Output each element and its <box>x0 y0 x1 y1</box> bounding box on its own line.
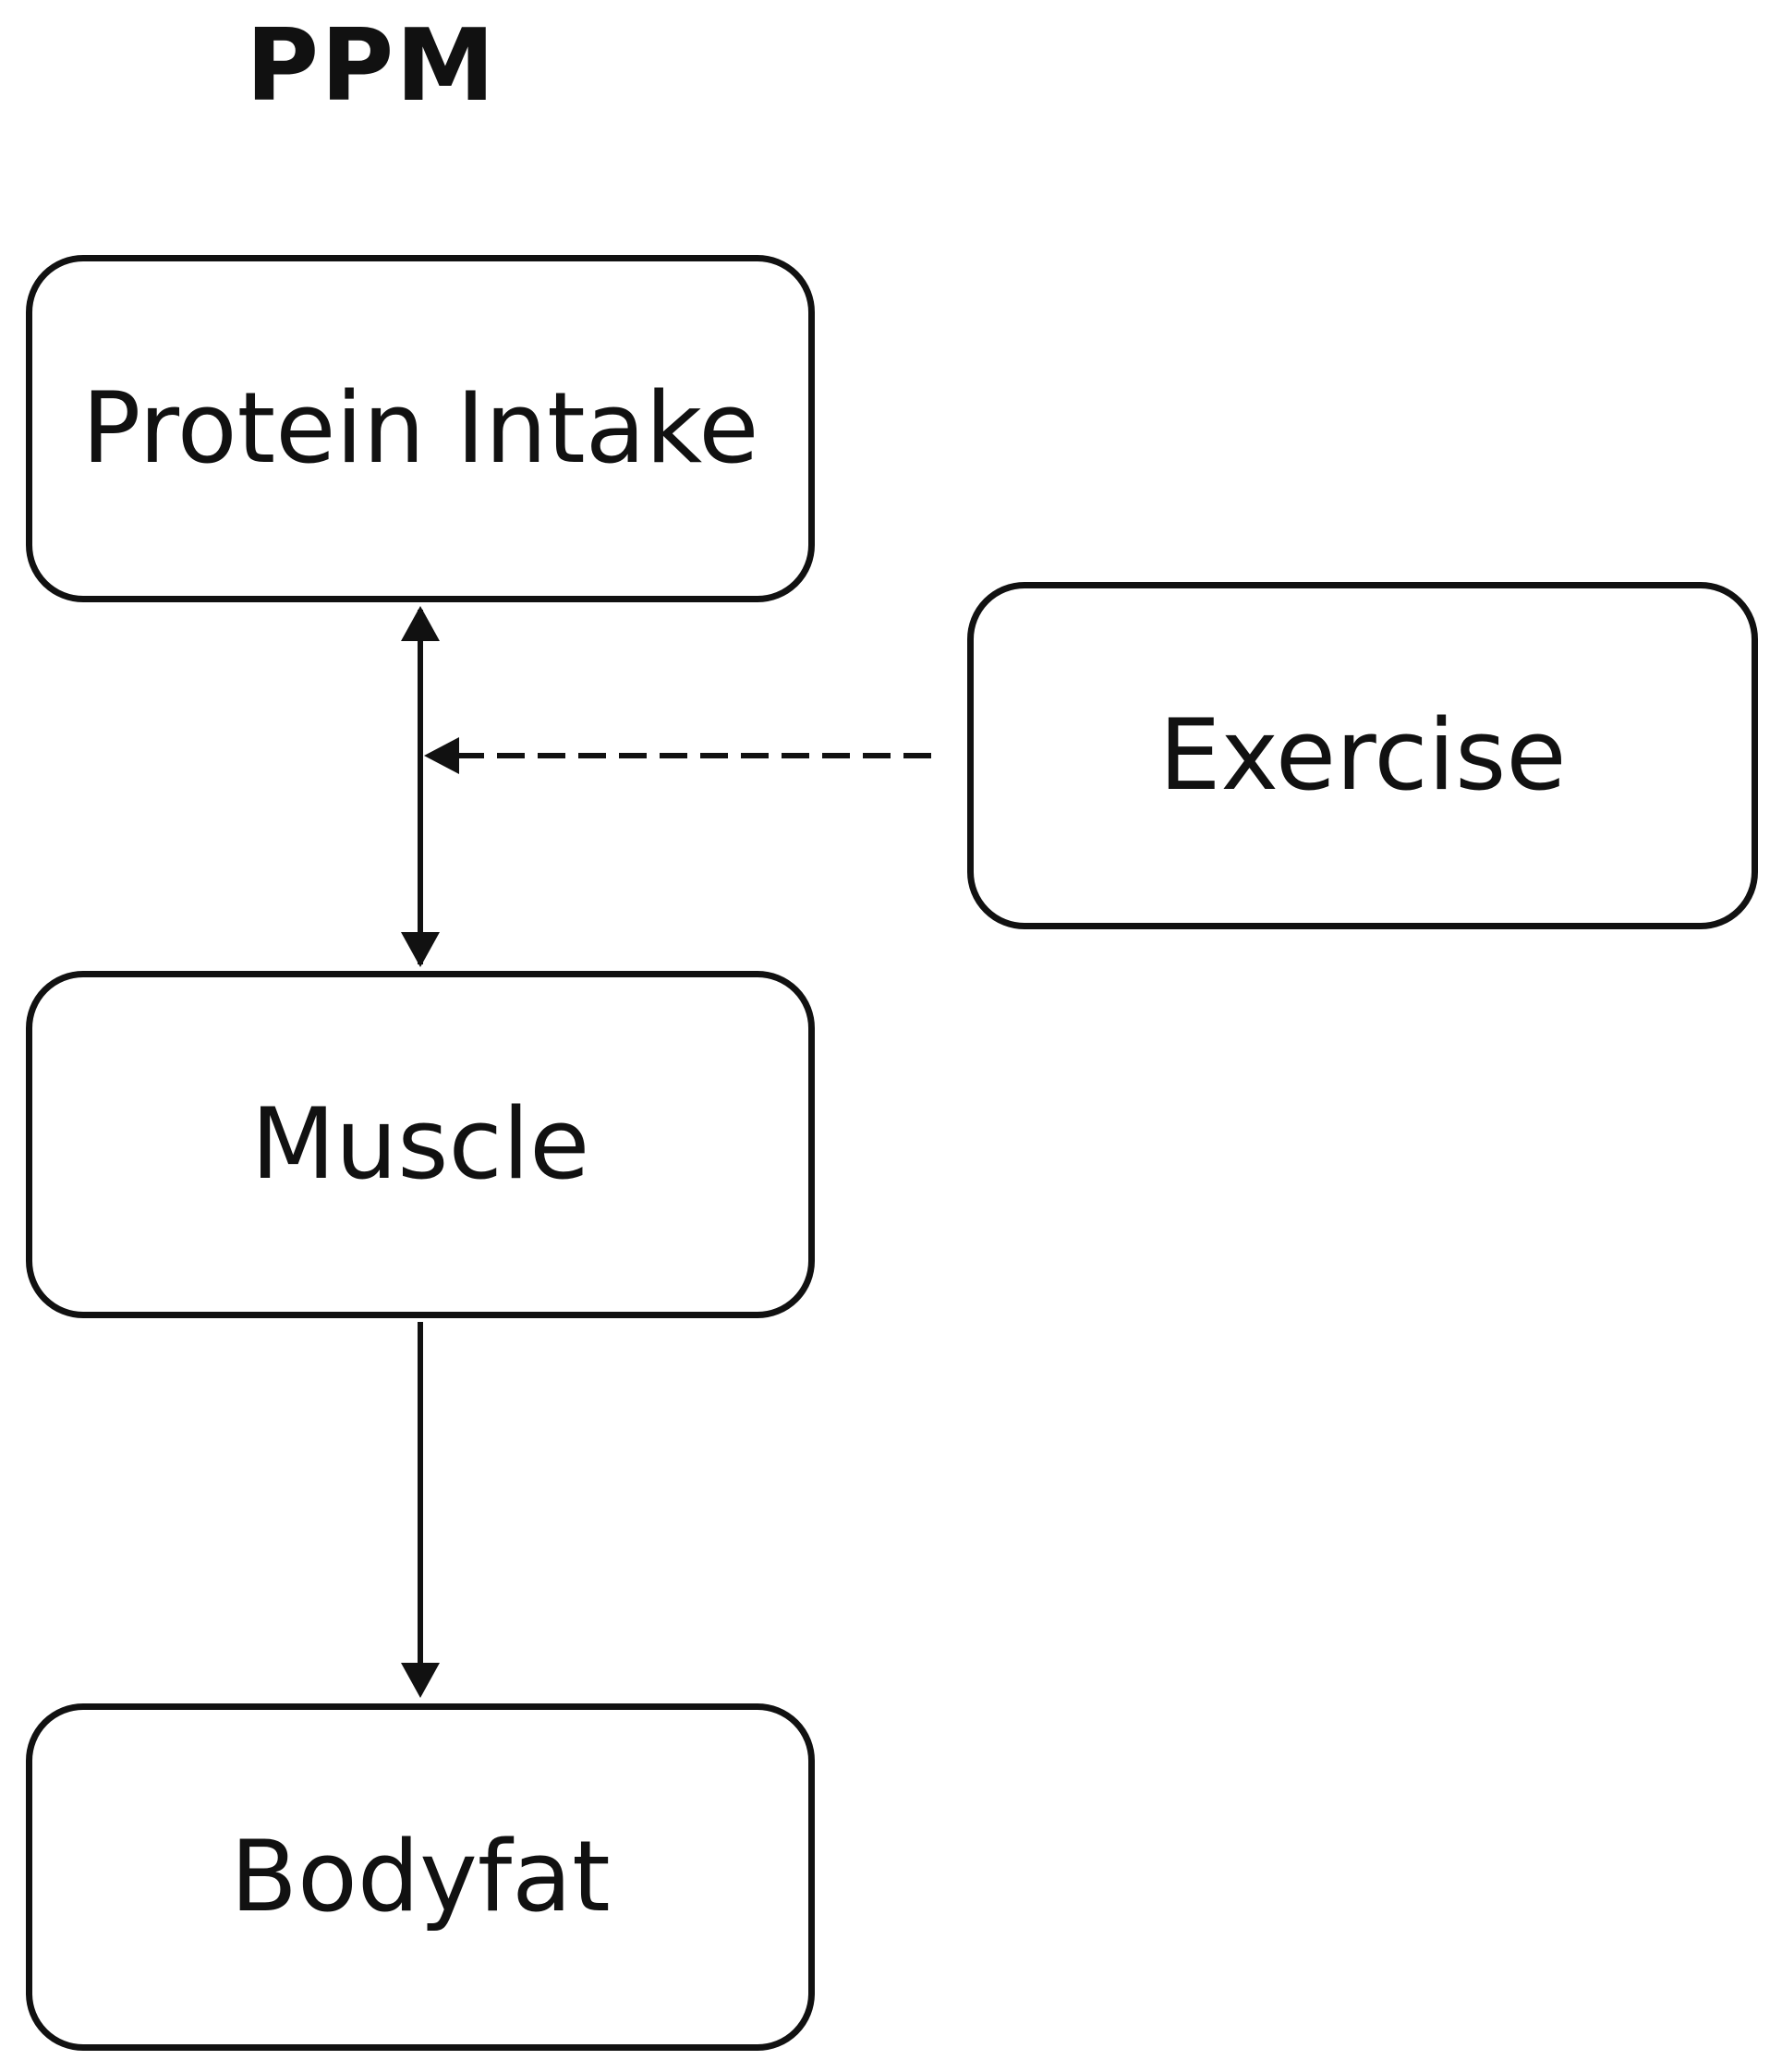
arrowhead-down-icon <box>401 932 440 967</box>
arrowhead-left-icon <box>424 737 459 774</box>
node-label: Protein Intake <box>81 371 759 485</box>
arrowhead-down-icon <box>401 1663 440 1698</box>
node-protein-intake: Protein Intake <box>26 255 815 602</box>
diagram-title: PPM <box>246 8 497 124</box>
node-bodyfat: Bodyfat <box>26 1703 815 2051</box>
node-label: Muscle <box>250 1087 590 1201</box>
node-exercise: Exercise <box>967 582 1758 929</box>
arrowhead-up-icon <box>401 606 440 641</box>
node-muscle: Muscle <box>26 971 815 1318</box>
node-label: Bodyfat <box>230 1820 611 1933</box>
node-label: Exercise <box>1158 698 1567 812</box>
